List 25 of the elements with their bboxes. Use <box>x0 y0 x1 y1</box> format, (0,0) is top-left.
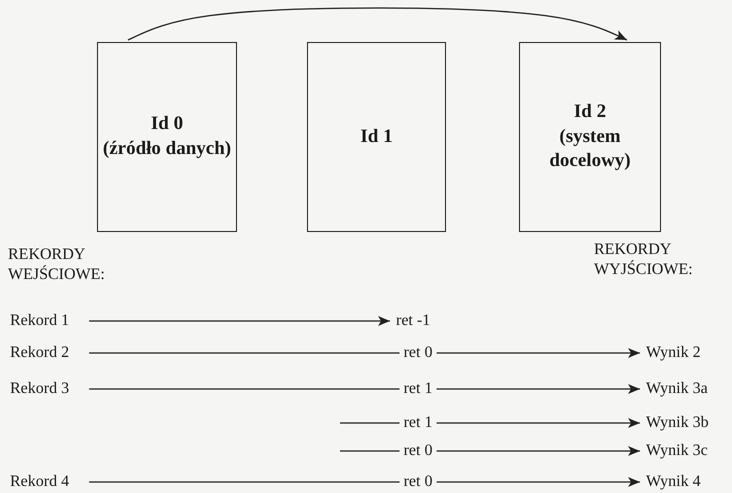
process-box <box>519 42 661 232</box>
process-box <box>307 42 446 232</box>
record-text: Rekord 3 <box>10 381 70 397</box>
record-text: Wynik 2 <box>646 345 701 361</box>
arrow <box>89 316 390 326</box>
box-text: (źródło danych) <box>102 137 232 161</box>
arrow <box>89 384 640 394</box>
arrow <box>128 7 628 41</box>
box-text: (system docelowy) <box>548 124 632 174</box>
process-box <box>97 42 237 232</box>
record-text: Rekord 1 <box>10 313 70 329</box>
column-heading: REKORDY WYJŚCIOWE: <box>594 240 694 280</box>
box-text: Id 2 <box>574 100 606 124</box>
arrow <box>89 477 640 487</box>
record-text: Rekord 2 <box>10 345 70 361</box>
box-text: Id 0 <box>150 112 184 136</box>
record-text: Wynik 3c <box>646 443 708 459</box>
box-text: Id 1 <box>360 124 393 149</box>
record-text: Wynik 3a <box>646 381 708 397</box>
record-text: ret -1 <box>396 313 430 329</box>
record-text: Rekord 4 <box>10 474 70 490</box>
record-text: Wynik 3b <box>646 415 709 431</box>
arrow <box>89 348 640 358</box>
record-text: Wynik 4 <box>646 474 701 490</box>
column-heading: REKORDY WEJŚCIOWE: <box>8 245 106 285</box>
